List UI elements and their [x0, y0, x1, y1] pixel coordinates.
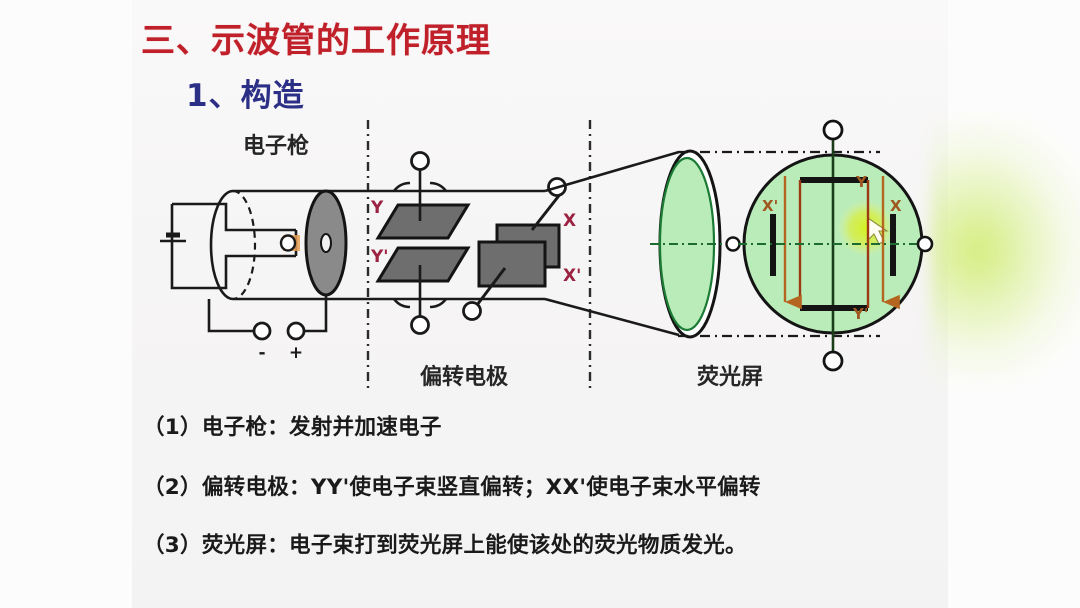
face-label-y: Y [855, 173, 868, 191]
label-x-prime-plate: X' [563, 266, 581, 286]
cathode-emission-spot [279, 234, 300, 252]
label-y-prime-plate: Y' [370, 247, 389, 267]
x-deflection-plates [462, 177, 567, 321]
tube-cone-flare [544, 150, 680, 337]
face-label-x: X [890, 197, 902, 215]
beam-spot-glow [837, 199, 895, 257]
bullet-deflection-plates: （2）偏转电极：YY'使电子束竖直偏转；XX'使电子束水平偏转 [143, 475, 761, 500]
face-top-terminal [822, 119, 844, 141]
accelerating-anode-disc [304, 189, 348, 297]
y-plate-bottom-terminal [410, 315, 430, 335]
face-label-y-prime: Y' [852, 305, 868, 323]
terminal-positive [286, 321, 306, 341]
tube-cylinder-body [209, 189, 545, 301]
terminal-negative [252, 321, 272, 341]
caption-fluorescent-screen: 荧光屏 [697, 365, 764, 390]
caption-electron-gun: 电子枪 [243, 134, 310, 159]
fluorescent-screen-face-view: Y Y' X' X [738, 119, 934, 372]
face-label-x-prime: X' [762, 197, 778, 215]
fluorescent-screen-side-view [650, 149, 741, 339]
y-deflection-plates [375, 151, 471, 335]
page-title: 三、示波管的工作原理 [141, 21, 491, 61]
label-y-plate: Y [370, 198, 384, 218]
power-supply-terminals: - + [207, 295, 328, 363]
cathode-heater-circuit [160, 202, 298, 290]
terminal-negative-label: - [258, 343, 265, 363]
y-plate-top-terminal [410, 151, 430, 171]
terminal-positive-label: + [289, 343, 303, 363]
x-plate-bottom-terminal [462, 301, 482, 321]
face-axis-node-right [916, 235, 934, 253]
x-plate-front [477, 240, 547, 288]
bullet-fluorescent-screen: （3）荧光屏：电子束打到荧光屏上能使该处的荧光物质发光。 [143, 533, 747, 558]
bullet-electron-gun: （1）电子枪：发射并加速电子 [143, 415, 442, 440]
label-x-plate: X [563, 211, 576, 231]
section-subtitle: 1、构造 [186, 78, 305, 114]
caption-deflection-plates: 偏转电极 [420, 365, 509, 390]
screen-axis-node-left [725, 236, 741, 252]
face-bottom-terminal [822, 350, 844, 372]
